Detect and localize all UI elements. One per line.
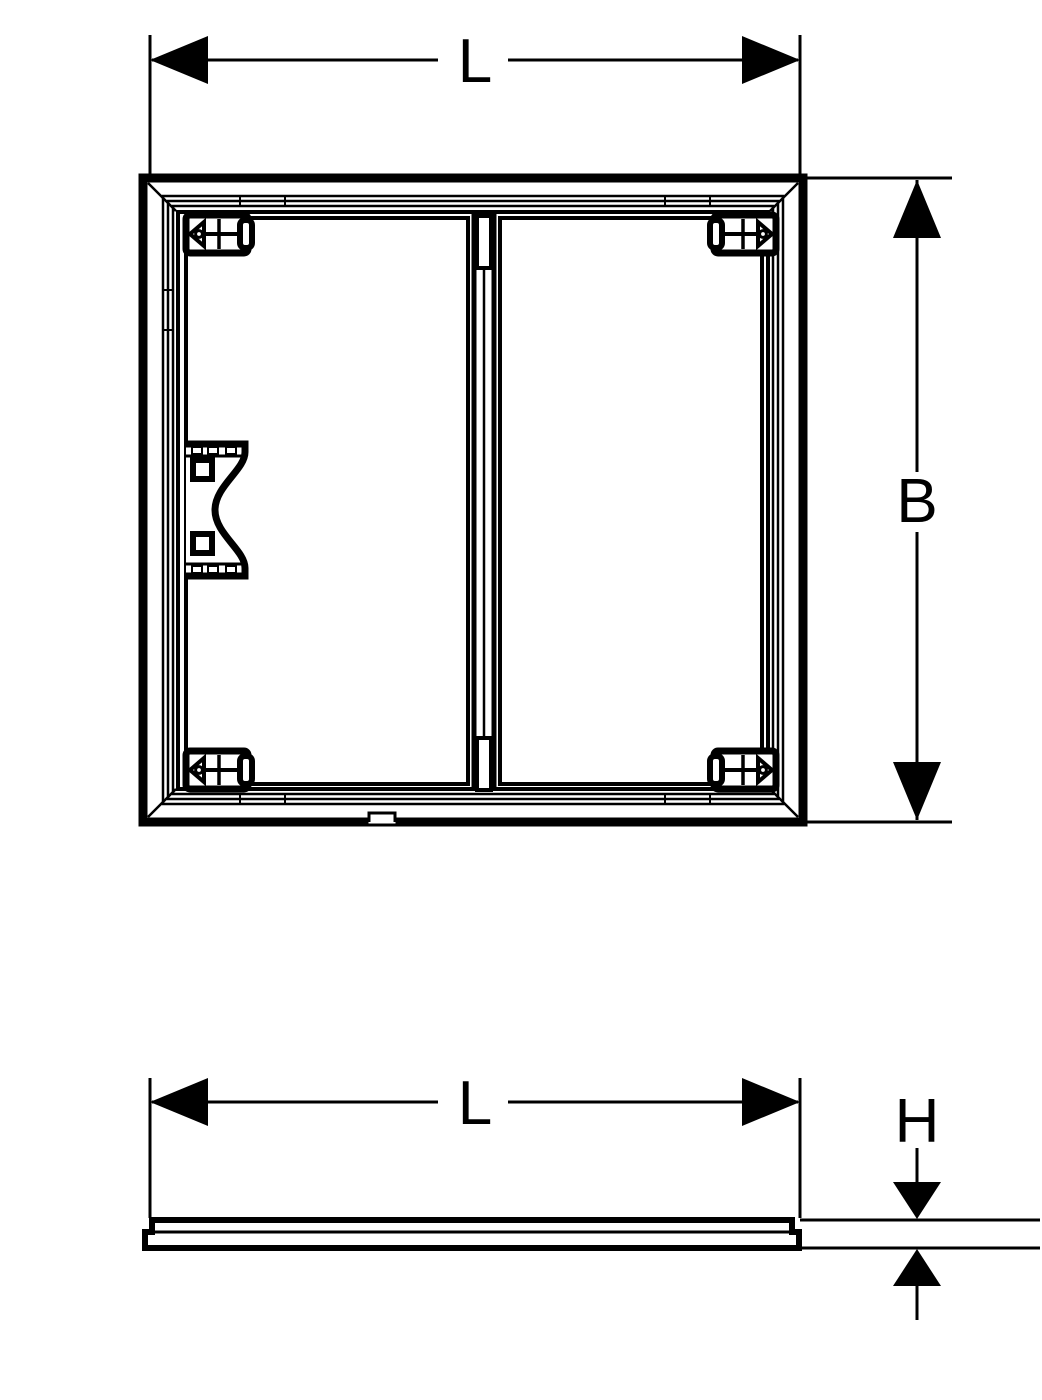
profile-outline xyxy=(142,1217,802,1251)
corner-fitting-top-right xyxy=(707,211,780,257)
frame-rail-ticks-left xyxy=(163,289,173,331)
fitting-pivot xyxy=(194,765,204,775)
bottom-notch xyxy=(367,811,397,824)
arrowhead-right xyxy=(742,1078,800,1126)
bracket-square-hole-top xyxy=(190,457,215,482)
bracket-square-hole-bottom xyxy=(190,531,215,556)
corner-fitting-top-left xyxy=(182,211,255,257)
fitting-pivot xyxy=(194,229,204,239)
fitting-cap xyxy=(707,753,725,787)
bracket-slots-bottom xyxy=(191,565,237,574)
corner-fitting-bottom-right xyxy=(707,747,780,793)
dimension-label-H-right: H xyxy=(895,1087,940,1156)
fitting-cap xyxy=(707,217,725,251)
arrowhead-left xyxy=(150,1078,208,1126)
frame-rail-ticks-bottom xyxy=(239,794,711,804)
frame-step-outer xyxy=(161,194,785,806)
arrowhead-top xyxy=(893,180,941,238)
frame-step-mid xyxy=(166,199,780,801)
bracket-slot xyxy=(207,446,219,455)
dimension-L-bottom: L xyxy=(148,1069,802,1218)
arrowhead-left xyxy=(150,36,208,84)
arrowhead-bottom xyxy=(893,762,941,820)
fitting-pivot xyxy=(758,229,768,239)
fitting-pivot xyxy=(758,765,768,775)
notch-outline xyxy=(367,811,397,822)
bracket-slot xyxy=(191,565,203,574)
bracket-slot xyxy=(225,446,237,455)
side-bracket xyxy=(186,440,249,580)
center-mullion xyxy=(471,212,497,792)
arrowhead-bottom xyxy=(893,1249,941,1286)
mullion-cap-top xyxy=(475,214,493,270)
dimension-label-L-top: L xyxy=(458,27,492,96)
bracket-slot xyxy=(191,446,203,455)
outer-frame xyxy=(138,173,808,827)
arrowhead-top xyxy=(893,1182,941,1219)
dimension-H-right: H xyxy=(800,1087,1040,1320)
mullion-cap-bottom xyxy=(475,736,493,792)
bracket-slots-top xyxy=(191,446,237,455)
fitting-cap xyxy=(237,217,255,251)
dimension-label-L-bottom: L xyxy=(458,1069,492,1138)
arrowhead-right xyxy=(742,36,800,84)
left-panel xyxy=(184,216,470,786)
dimension-label-B-right: B xyxy=(896,467,937,536)
bracket-slot xyxy=(225,565,237,574)
bracket-slot xyxy=(207,565,219,574)
section-profile xyxy=(142,1217,802,1251)
corner-fitting-bottom-left xyxy=(182,747,255,793)
dimension-B-right: B xyxy=(806,176,952,824)
right-panel xyxy=(498,216,764,786)
plan-view-assembly xyxy=(138,173,808,827)
fitting-cap xyxy=(237,753,255,787)
dimension-L-top: L xyxy=(148,27,802,178)
frame-rail-ticks-top xyxy=(239,196,711,206)
frame-step-inner xyxy=(171,204,775,796)
